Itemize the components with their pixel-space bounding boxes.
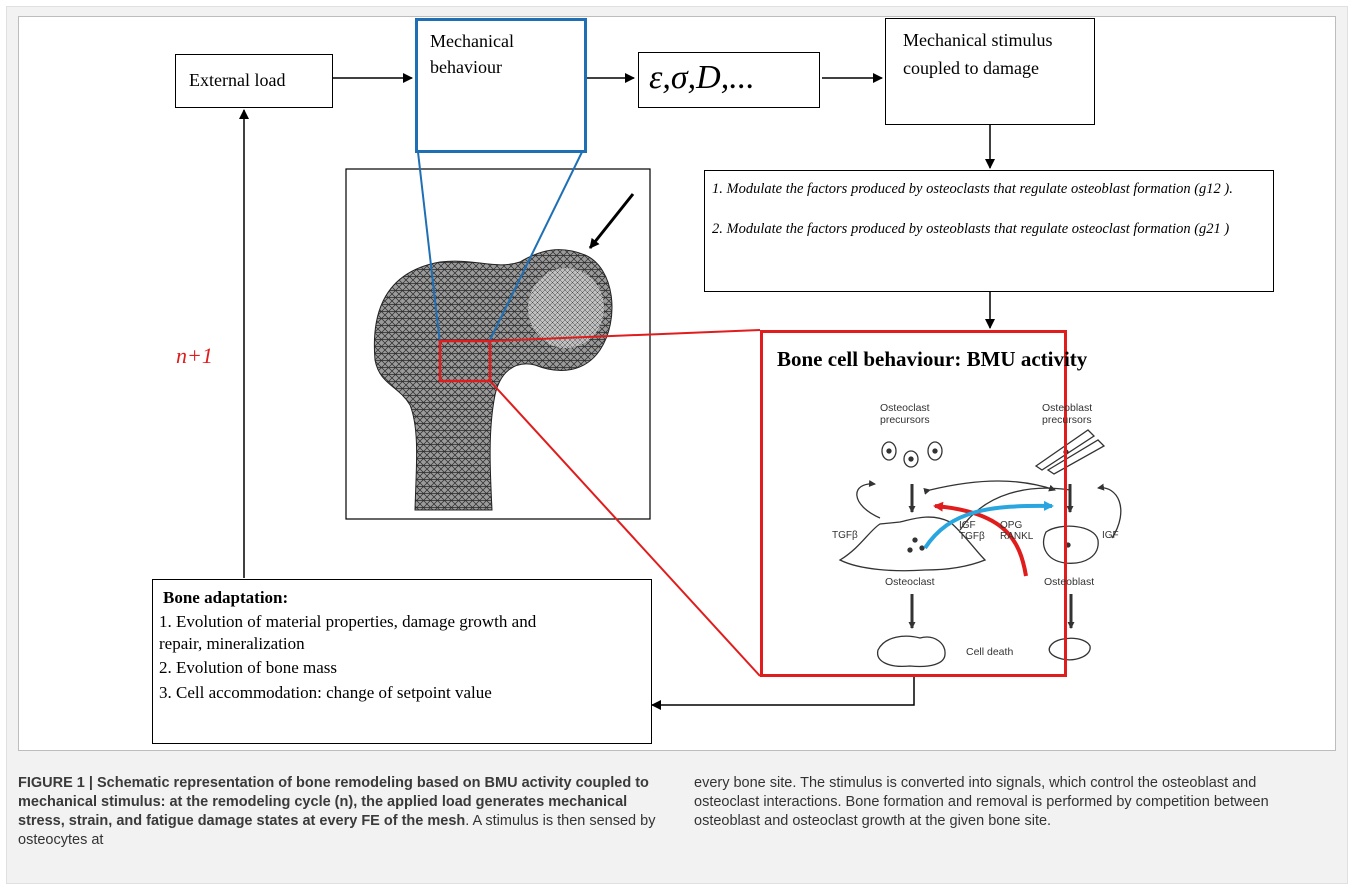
osteoclast-label: Osteoclast [885,576,935,588]
oc-precursor-2 [903,450,919,468]
osteoblast-cell [1042,525,1099,564]
adaptation-item-3: 3. Cell accommodation: change of setpoin… [159,683,492,702]
caption-bold: FIGURE 1 | Schematic representation of b… [18,775,649,829]
external-load-label: External load [189,70,286,90]
ob-precursor-1 [1034,429,1096,471]
igf-right-label: IGF [1102,530,1119,541]
mechanical-behaviour-label: Mechanical behaviour [430,31,514,77]
modulate-item-2: 2. Modulate the factors produced by oste… [712,221,1230,237]
variables-label: ε,σ,D,... [649,59,755,96]
red-zoom-line-bottom [489,380,761,677]
ob-precursor-2 [1046,439,1106,475]
oc-precursor-3 [927,441,943,461]
load-arrow [588,193,635,249]
igf-tgfb-label: IGF TGFβ [959,520,985,542]
caption-text-right: every bone site. The stimulus is convert… [694,775,1269,829]
modulate-box: 1. Modulate the factors produced by oste… [704,170,1274,292]
mechanical-behaviour-box: Mechanical behaviour [415,18,587,153]
blue-zoom-line-right [487,151,583,345]
caption-text-left: . A stimulus is then sensed by osteocyte… [18,813,656,848]
arrow-bmu-to-adaptation [651,677,915,710]
cyan-signal-arrow [923,500,1054,550]
bmu-schematic [838,429,1122,668]
adaptation-item-1: 1. Evolution of material properties, dam… [159,612,537,653]
opg-rankl-label: OPG RANKL [1000,520,1034,542]
osteoblast-label: Osteoblast [1044,576,1095,588]
tgfb-left-label: TGFβ [832,530,858,541]
mechanical-stimulus-box: Mechanical stimulus coupled to damage [885,18,1095,125]
dead-osteoclast [877,635,946,668]
cycle-label: n+1 [176,343,213,368]
oc-precursor-1 [881,441,897,461]
femur-mesh [373,249,613,511]
bmu-title: Bone cell behaviour: BMU activity [777,347,1088,371]
external-load-box: External load [175,54,333,108]
oc-precursors-label: Osteoclast precursors [880,402,930,426]
ob-precursors-label: Osteoblast precursors [1042,402,1093,426]
mechanical-stimulus-label: Mechanical stimulus coupled to damage [903,30,1053,78]
adaptation-item-2: 2. Evolution of bone mass [159,658,338,677]
modulate-item-1: 1. Modulate the factors produced by oste… [712,181,1233,197]
bmu-activity-box: Bone cell behaviour: BMU activity [760,330,1088,677]
red-zoom-line-top [489,329,761,342]
red-signal-arrow [933,501,1028,577]
dead-osteoblast [1048,637,1091,661]
blue-zoom-line-left [417,151,441,345]
figure-caption-left: FIGURE 1 | Schematic representation of b… [18,774,658,850]
variables-box: ε,σ,D,... [638,52,820,108]
red-zoom-region [438,339,492,383]
bone-adaptation-title: Bone adaptation: [163,588,289,607]
bone-adaptation-box: Bone adaptation: 1. Evolution of materia… [152,579,652,744]
osteoclast-cell [838,516,987,572]
figure-caption-right: every bone site. The stimulus is convert… [694,774,1324,831]
cell-death-label: Cell death [966,646,1014,658]
